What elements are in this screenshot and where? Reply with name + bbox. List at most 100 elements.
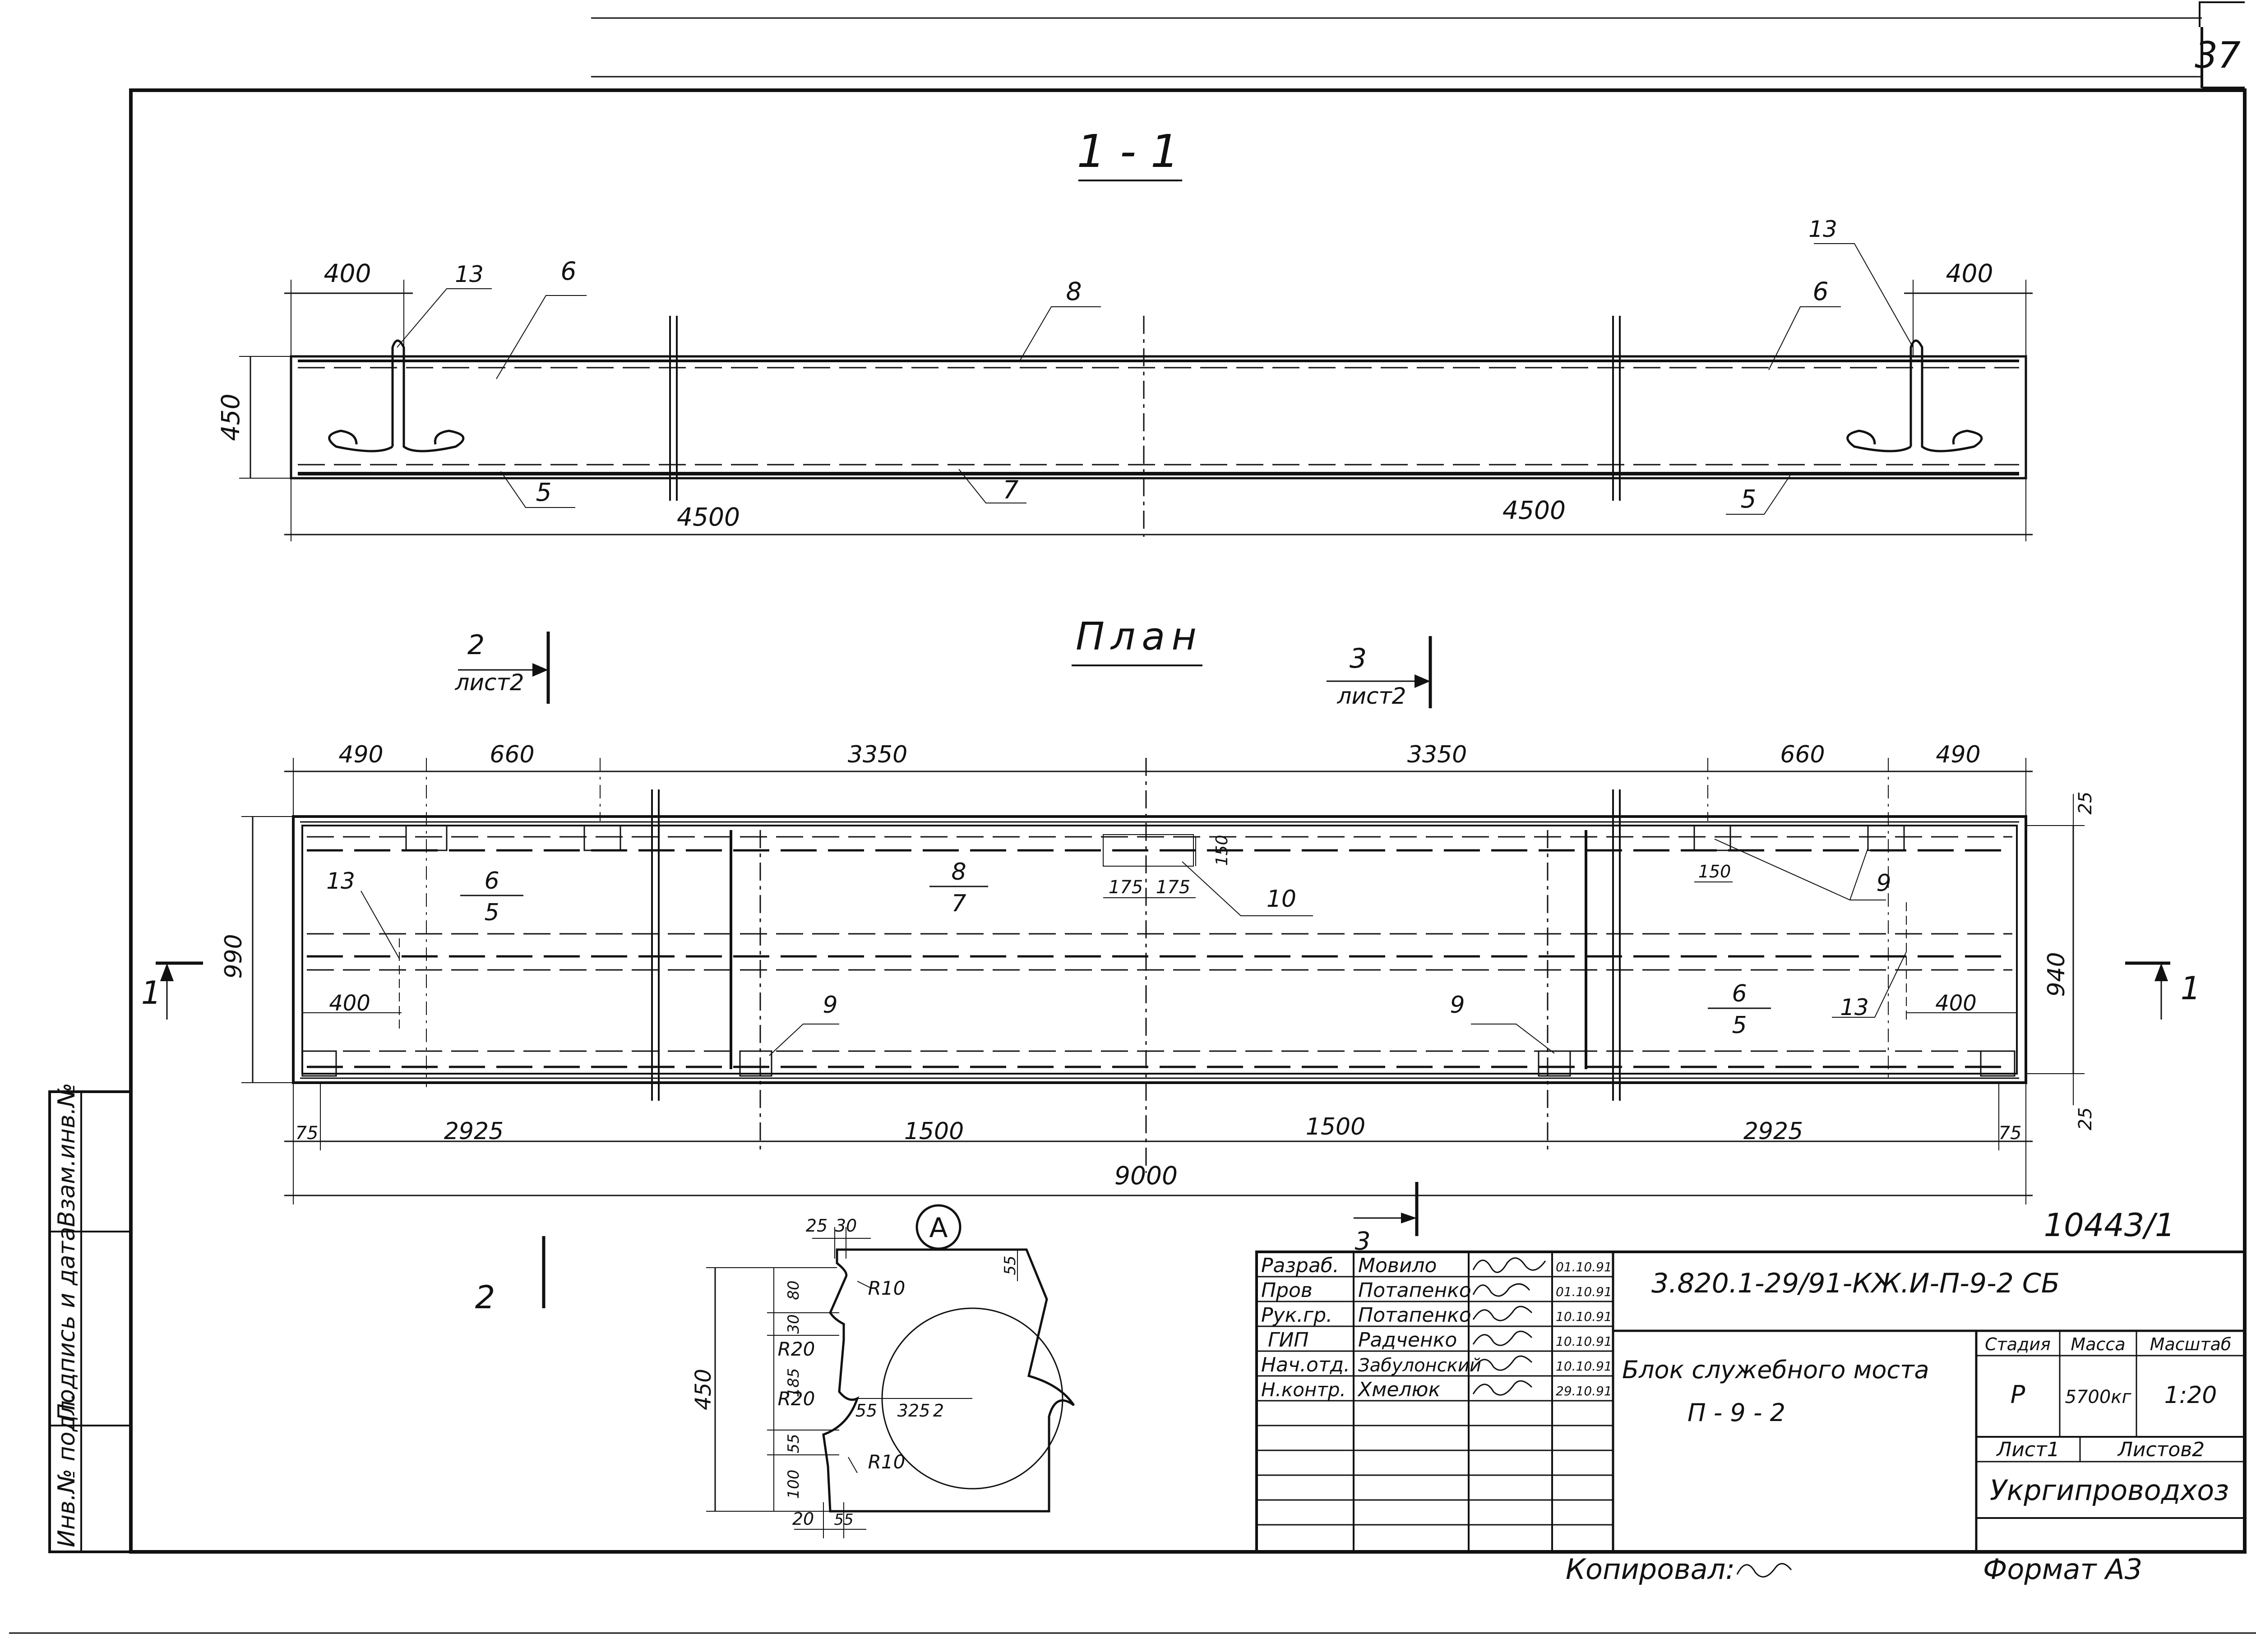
- plan-bottom-dim-1500-right: 1500: [1306, 1113, 1365, 1140]
- plan-small-175-b: 175: [1156, 877, 1190, 898]
- side-stamp-sign: Подпись и дата: [53, 1227, 80, 1421]
- section-callout-8: 8: [1066, 277, 1082, 306]
- plan-fraction-right-num: 6: [1732, 980, 1747, 1007]
- plan-small-150-top: 150: [1213, 835, 1231, 866]
- title-block-grid: [1255, 1251, 2246, 1553]
- plan-width-outer: 990: [220, 934, 247, 978]
- doc-number: 10443/1: [2044, 1207, 2175, 1244]
- cut-markers: [156, 632, 2170, 1308]
- mass-value: 5700кг: [2065, 1387, 2132, 1407]
- doc-code: 3.820.1-29/91-КЖ.И-П-9-2 СБ: [1651, 1268, 2060, 1299]
- detail-dim-2: 2: [933, 1401, 944, 1421]
- detail-dim-55-top: 55: [1001, 1255, 1019, 1275]
- plan-fraction-left-num: 6: [484, 868, 499, 895]
- plan-fraction-right-den: 5: [1732, 1012, 1747, 1039]
- plan-dim-400-right: 400: [1935, 991, 1977, 1016]
- plan-bottom-dim-2925-left: 2925: [444, 1118, 504, 1145]
- name-chief-engineer: Радченко: [1358, 1329, 1457, 1352]
- name-norm-control: Хмелюк: [1357, 1378, 1441, 1401]
- sheet-format: Формат А3: [1983, 1553, 2142, 1586]
- name-dept-head: Забулонский: [1358, 1355, 1481, 1376]
- detail-mark: A: [929, 1212, 948, 1244]
- date-developer: 01.10.91: [1556, 1260, 1612, 1274]
- product-name: Блок служебного моста: [1622, 1356, 1929, 1384]
- scale-header: Масштаб: [2150, 1334, 2232, 1354]
- cut-3-sheet: лист2: [1337, 683, 1406, 709]
- plan-label-9-right: 9: [1876, 870, 1891, 897]
- role-chief-engineer: ГИП: [1268, 1329, 1309, 1352]
- role-group-lead: Рук.гр.: [1261, 1304, 1332, 1327]
- plan-edge-top: 25: [2075, 792, 2096, 815]
- section-callout-13-right: 13: [1808, 216, 1837, 242]
- plan-top-dim-490-right: 490: [1936, 741, 1980, 768]
- detail-dim-185: 185: [785, 1368, 803, 1398]
- plan-label-9-mid: 9: [1450, 992, 1465, 1019]
- plan-title: План: [1076, 614, 1203, 659]
- sheets-label: Листов2: [2117, 1438, 2205, 1461]
- cut-2-number: 2: [467, 629, 485, 661]
- sheet-label: Лист1: [1996, 1438, 2060, 1461]
- approval-rows: Разраб. Мовило 01.10.91 Пров Потапенко 0…: [1261, 1254, 1612, 1401]
- plan-top-dim-660-left: 660: [490, 741, 534, 768]
- detail-dim-100: 100: [785, 1470, 803, 1499]
- detail-dim-30-side: 30: [785, 1314, 803, 1334]
- plan-label-13-left: 13: [326, 868, 355, 894]
- plan-width-inner: 940: [2043, 952, 2070, 997]
- plan-dim-400-left: 400: [329, 991, 370, 1016]
- plan-bottom-dim-2925-right: 2925: [1743, 1118, 1803, 1145]
- plan-small-175-a: 175: [1109, 877, 1143, 898]
- detail-r20-top: R20: [778, 1338, 815, 1360]
- plan-top-dim-3350-right: 3350: [1407, 741, 1467, 768]
- section-dim-right: 400: [1946, 259, 1993, 288]
- detail-a: [706, 1204, 1075, 1538]
- detail-r20-bottom: R20: [778, 1388, 815, 1410]
- detail-dim-80: 80: [785, 1280, 803, 1300]
- section-height: 450: [216, 394, 245, 441]
- detail-dim-20: 20: [792, 1509, 814, 1529]
- section-dim-left: 400: [324, 259, 371, 288]
- name-developer: Мовило: [1358, 1254, 1437, 1277]
- name-checker: Потапенко: [1358, 1279, 1471, 1302]
- product-mark: П - 9 - 2: [1687, 1398, 1785, 1427]
- detail-r10-bottom: R10: [868, 1451, 906, 1473]
- date-norm-control: 29.10.91: [1556, 1384, 1612, 1398]
- detail-dim-325: 325: [897, 1401, 930, 1421]
- detail-dim-25: 25: [806, 1216, 828, 1236]
- cut-2-bottom-number: 2: [475, 1279, 495, 1316]
- section-callout-6-right: 6: [1813, 277, 1829, 306]
- detail-dim-55-bottom: 55: [834, 1511, 853, 1529]
- cut-1-left-number: 1: [141, 974, 162, 1011]
- section-leaders: [397, 243, 1914, 515]
- side-stamp-swap: Взам.инв.№: [53, 1083, 80, 1227]
- plan-bottom-dim-75-right: 75: [1999, 1123, 2022, 1144]
- plan-fractions: [460, 886, 1771, 1009]
- role-norm-control: Н.контр.: [1261, 1379, 1346, 1401]
- date-chief-engineer: 10.10.91: [1556, 1334, 1612, 1349]
- plan-dimensions: [241, 758, 2085, 1204]
- date-checker: 01.10.91: [1556, 1284, 1612, 1299]
- detail-dim-55-mid: 55: [855, 1401, 877, 1421]
- cut-2-sheet: лист2: [455, 669, 524, 696]
- copied-by: Копировал:: [1566, 1553, 1735, 1586]
- detail-r10-top: R10: [868, 1277, 906, 1299]
- date-dept-head: 10.10.91: [1556, 1359, 1612, 1374]
- plan-edge-bottom: 25: [2075, 1107, 2096, 1131]
- detail-dim-55-low: 55: [785, 1434, 803, 1453]
- section-title: 1 - 1: [1077, 125, 1179, 178]
- plan-label-13-right: 13: [1840, 994, 1869, 1020]
- detail-dim-30: 30: [835, 1216, 857, 1236]
- plan-top-dim-660-right: 660: [1780, 741, 1825, 768]
- mass-header: Масса: [2071, 1334, 2125, 1354]
- role-checker: Пров: [1261, 1279, 1313, 1302]
- name-group-lead: Потапенко: [1358, 1304, 1471, 1327]
- organization: Укргипроводхоз: [1990, 1474, 2229, 1507]
- sheet-frame: [9, 1, 2256, 1634]
- plan-top-dim-490-left: 490: [338, 741, 383, 768]
- plan-bottom-dim-75-left: 75: [296, 1123, 319, 1144]
- plan-fraction-mid-num: 8: [951, 858, 966, 886]
- scale-value: 1:20: [2164, 1382, 2217, 1409]
- section-span-left: 4500: [677, 503, 740, 531]
- plan-bottom-dim-1500-left: 1500: [904, 1118, 964, 1145]
- signature-marks: [1472, 1257, 1792, 1578]
